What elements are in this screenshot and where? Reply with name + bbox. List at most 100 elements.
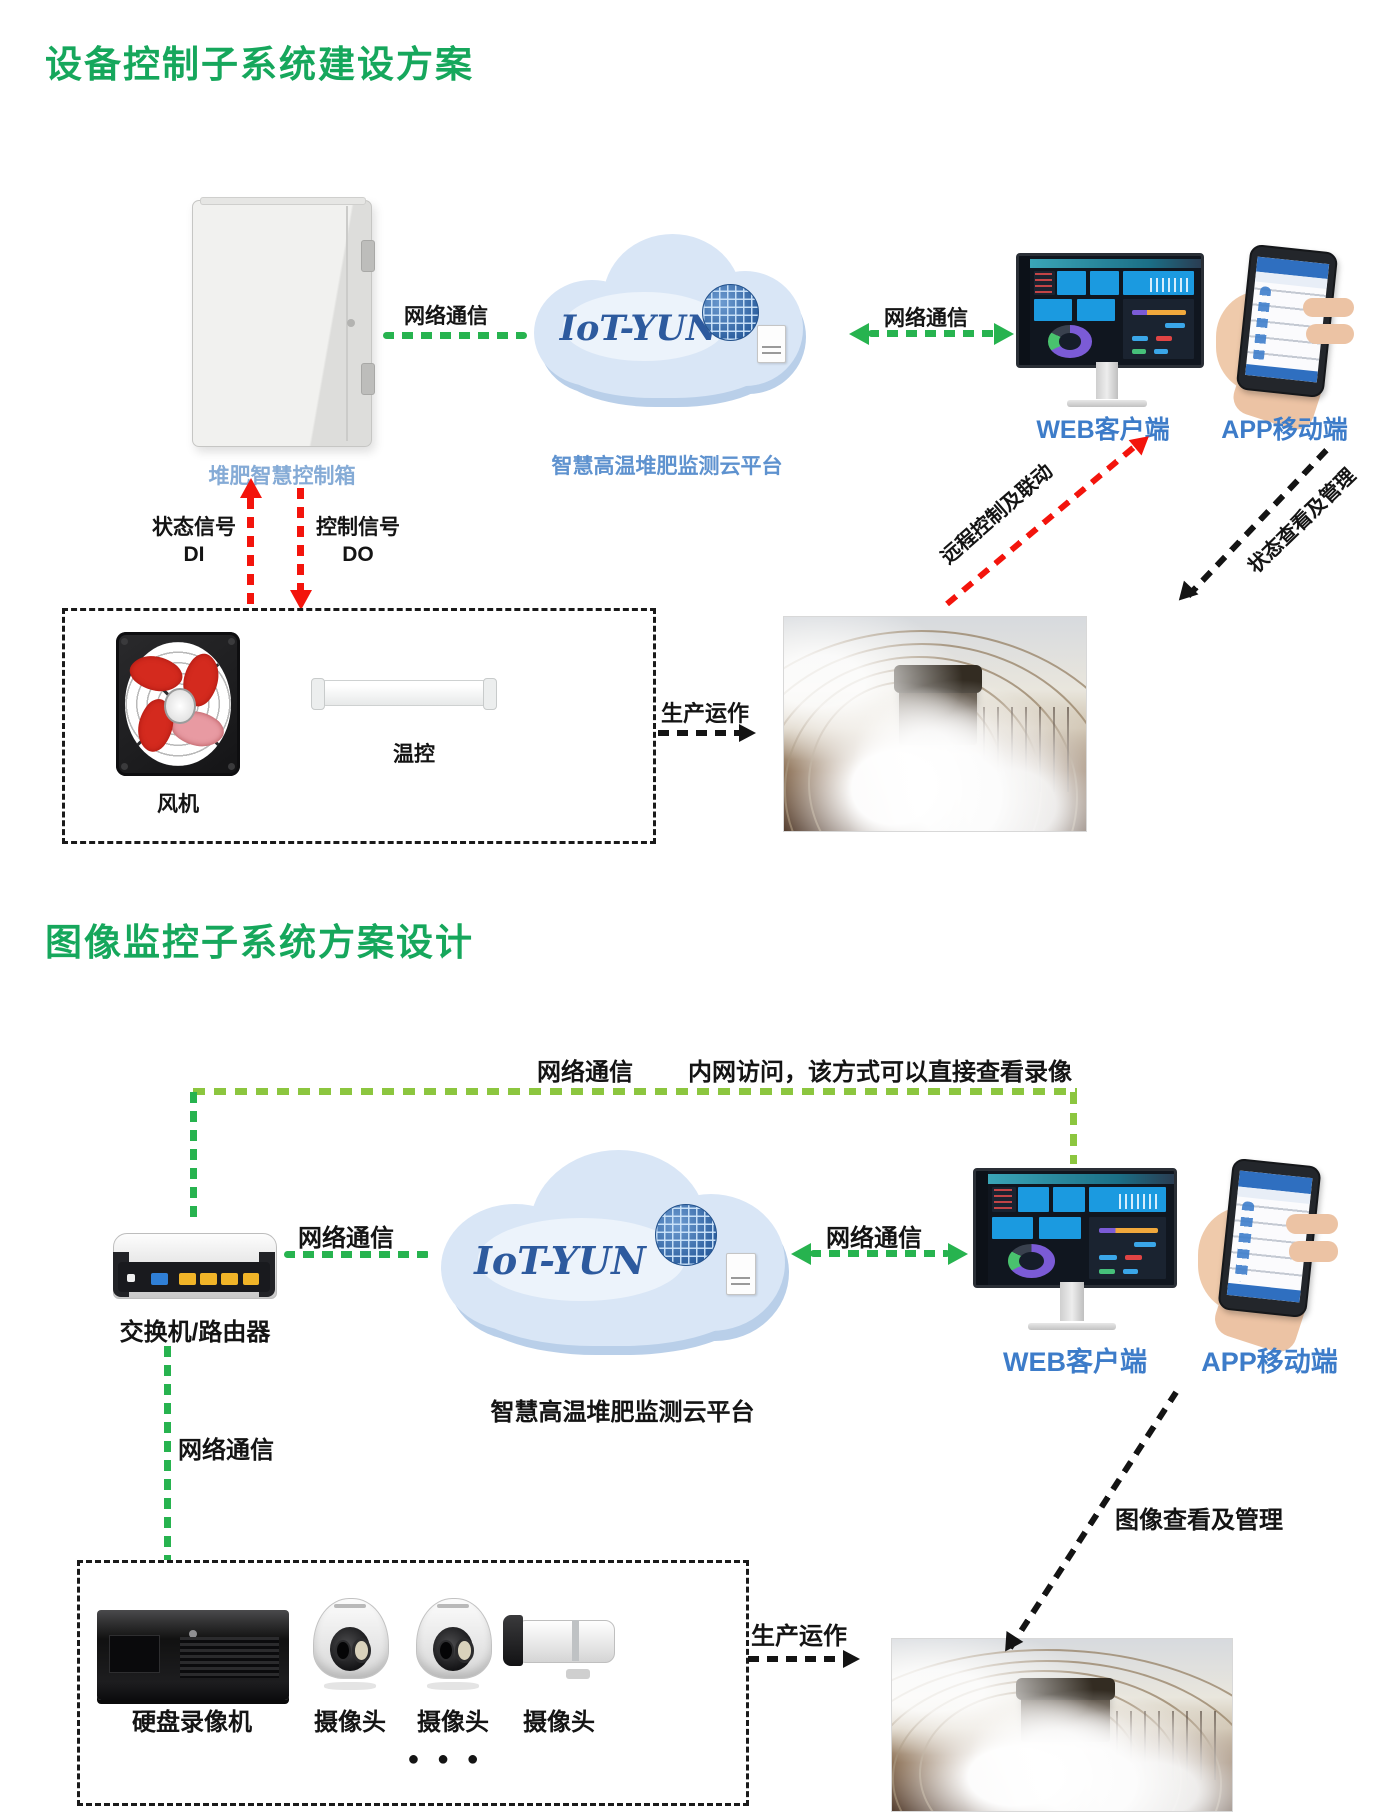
cabinet-hinge-icon xyxy=(361,240,375,273)
gauge-bar xyxy=(1098,1227,1159,1233)
fan-hub xyxy=(164,688,196,724)
do-label: 控制信号 DO xyxy=(302,514,414,568)
donut-chart-icon xyxy=(1007,1243,1056,1279)
status-view-label: 状态查看及管理 xyxy=(1244,464,1361,578)
dashboard-screen xyxy=(973,1168,1177,1288)
lan-port-icon xyxy=(242,1273,260,1286)
gauge-bar xyxy=(1131,310,1187,316)
monitor-base xyxy=(1028,1322,1116,1330)
arrowhead-right-icon xyxy=(739,724,756,742)
screw-icon xyxy=(120,763,128,771)
production-arrow-line-1 xyxy=(658,730,740,736)
dotted-link-cloud-clients xyxy=(868,330,996,337)
cloud-caption-1: 智慧高温堆肥监测云平台 xyxy=(551,455,783,478)
dashboard-tile xyxy=(1077,299,1116,322)
camera-base xyxy=(324,1682,376,1690)
net-comm-label-1: 网络通信 xyxy=(404,305,488,328)
net-comm-label-4: 网络通信 xyxy=(826,1225,922,1252)
di-signal-line xyxy=(247,498,254,608)
di-title: 状态信号 xyxy=(152,516,236,539)
camera-lens-hood xyxy=(503,1615,524,1666)
hand-finger xyxy=(1286,1213,1338,1235)
more-cameras-ellipsis: ● ● ● xyxy=(407,1748,485,1770)
arrowhead-right-icon xyxy=(948,1243,968,1265)
cloud-caption-2: 智慧高温堆肥监测云平台 xyxy=(490,1399,755,1426)
lan-port-icon xyxy=(178,1273,196,1286)
dashboard-topbar xyxy=(987,1174,1174,1184)
web-client-label: WEB客户端 xyxy=(1036,416,1170,444)
intranet-route-line xyxy=(193,1088,1077,1095)
chip-blue xyxy=(1131,336,1149,342)
dashboard-red-stats xyxy=(993,1189,1012,1210)
app-client-phone-2 xyxy=(1192,1157,1344,1356)
compost-greenhouse-photo xyxy=(783,616,1087,832)
cabinet-latch-icon xyxy=(346,318,355,327)
arrowhead-down-icon xyxy=(290,590,312,610)
camera-label-3: 摄像头 xyxy=(523,1709,595,1736)
web-client-monitor-2 xyxy=(973,1168,1177,1338)
net-comm-top-label: 网络通信 xyxy=(537,1059,633,1086)
dotted-link-box-cloud xyxy=(383,332,527,339)
section2-title: 图像监控子系统方案设计 xyxy=(45,922,474,963)
app-client-phone xyxy=(1210,243,1360,435)
camera-body xyxy=(516,1619,615,1664)
fan-label: 风机 xyxy=(157,793,199,816)
dashboard-screen xyxy=(1016,253,1204,368)
wan-port-icon xyxy=(151,1273,169,1286)
lan-port-icon xyxy=(200,1273,217,1286)
router-label: 交换机/路由器 xyxy=(119,1319,271,1346)
do-signal-line xyxy=(297,488,304,592)
app-client-label-2: APP移动端 xyxy=(1201,1347,1338,1377)
cloud-platform: IoT-YUN xyxy=(522,218,812,423)
exhaust-fan-image xyxy=(116,632,240,776)
dotted-link-router-nvr xyxy=(164,1346,171,1560)
cloud-highlight xyxy=(562,291,725,362)
control-cabinet-label: 堆肥智慧控制箱 xyxy=(208,465,356,488)
monitor-base xyxy=(1066,400,1148,408)
camera-band xyxy=(572,1619,580,1662)
dotted-link-router-cloud xyxy=(284,1251,430,1258)
camera-label-1: 摄像头 xyxy=(314,1709,386,1736)
globe-icon xyxy=(655,1203,718,1266)
cabinet-door-seam xyxy=(345,205,348,442)
dashboard-tile xyxy=(1033,299,1072,322)
camera-brand-strip xyxy=(437,1603,469,1608)
do-code: DO xyxy=(342,543,374,566)
camera-group-box xyxy=(77,1560,749,1806)
smartphone xyxy=(1235,243,1339,399)
globe-icon xyxy=(701,283,759,341)
hand-finger xyxy=(1306,323,1354,344)
camera-base xyxy=(427,1682,479,1690)
chip-green xyxy=(1131,349,1147,355)
arrowhead-right-icon xyxy=(994,323,1014,345)
do-title: 控制信号 xyxy=(316,516,400,539)
production-label-2: 生产运作 xyxy=(751,1623,847,1650)
lan-port-icon xyxy=(221,1273,239,1286)
cabinet-hinge-icon xyxy=(361,362,375,395)
net-comm-label-5: 网络通信 xyxy=(178,1437,274,1464)
cabinet-top-lip xyxy=(200,197,366,205)
steam-smoke xyxy=(784,617,1086,831)
production-arrow-line-2 xyxy=(748,1656,844,1662)
arrowhead-right-icon xyxy=(843,1650,860,1668)
app-screen xyxy=(1244,256,1330,383)
dashboard-tile xyxy=(991,1216,1034,1240)
chip-blue xyxy=(1164,323,1185,329)
camera-lens-eye xyxy=(454,1638,475,1664)
dome-camera-image xyxy=(413,1594,493,1690)
dashboard-sidebar xyxy=(976,1171,988,1285)
router-power-button xyxy=(126,1273,135,1282)
screw-icon xyxy=(228,763,236,771)
dashboard-red-stats xyxy=(1035,273,1052,293)
thermostat-label: 温控 xyxy=(393,743,435,766)
dotted-link-cloud-clients-2 xyxy=(810,1250,950,1257)
dashboard-panel xyxy=(1122,299,1194,360)
chip-blue xyxy=(1153,349,1169,355)
document-icon xyxy=(725,1252,756,1295)
image-view-label: 图像查看及管理 xyxy=(1115,1507,1283,1534)
dashboard-panel xyxy=(1088,1216,1167,1280)
dashboard-tile xyxy=(1053,1186,1085,1212)
dashboard-tile xyxy=(1017,1186,1050,1212)
donut-chart-icon xyxy=(1048,325,1092,358)
document-icon xyxy=(756,324,786,363)
